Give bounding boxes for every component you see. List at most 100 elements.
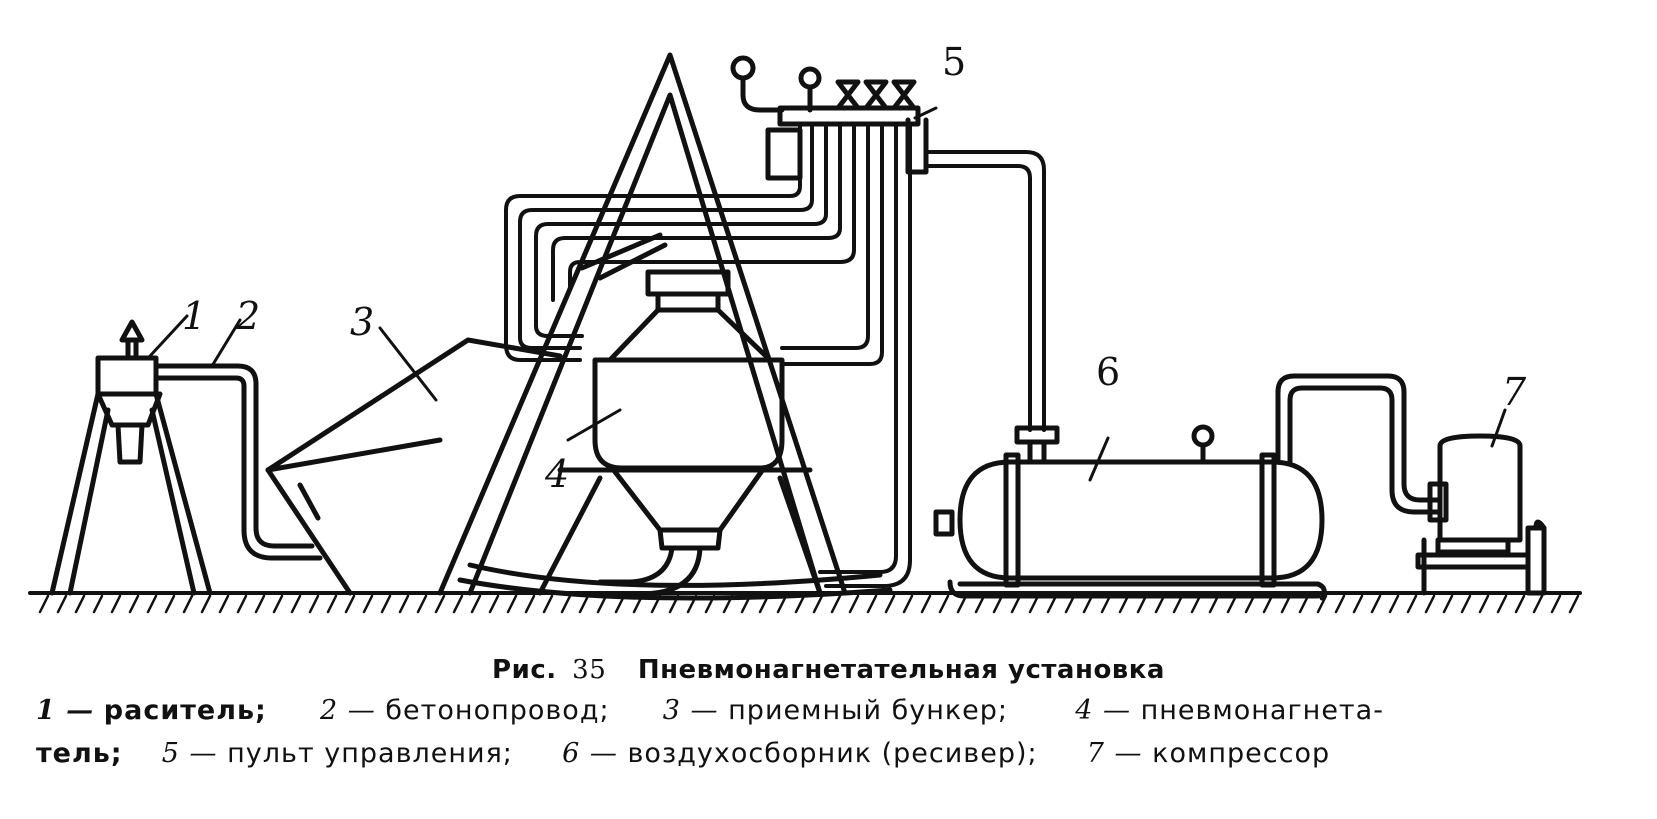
ground-hatch-mark xyxy=(398,594,410,614)
ground-hatch-mark xyxy=(254,594,266,614)
air-hoses xyxy=(504,122,1046,588)
legend-item: 5 — пульт управления; xyxy=(161,738,513,769)
ground-hatch-mark xyxy=(1190,594,1202,614)
ground-hatch-mark xyxy=(524,594,536,614)
ground-hatch-mark xyxy=(1532,594,1544,614)
ground-hatch-mark xyxy=(272,594,284,614)
ground-hatch-mark xyxy=(488,594,500,614)
ground-hatch-mark xyxy=(470,594,482,614)
ground-hatch-mark xyxy=(1334,594,1346,614)
caption-number: 35 xyxy=(572,655,607,685)
ground-hatch-mark xyxy=(1010,594,1022,614)
ground-hatch-mark xyxy=(1136,594,1148,614)
ground-hatch-mark xyxy=(992,594,1004,614)
ground-hatch-mark xyxy=(1262,594,1274,614)
receiving-hopper xyxy=(265,337,563,596)
ground-hatch-mark xyxy=(416,594,428,614)
ground-hatch-mark xyxy=(182,594,194,614)
ground-hatch-mark xyxy=(1496,594,1508,614)
ground-hatch-mark xyxy=(920,594,932,614)
legend-item: 3 — приемный бункер; xyxy=(662,695,1009,726)
ground-hatch-mark xyxy=(1100,594,1112,614)
ground-hatch-mark xyxy=(200,594,212,614)
ground-hatch-mark xyxy=(1424,594,1436,614)
label-7: 7 xyxy=(1502,370,1527,414)
ground-hatch-mark xyxy=(1298,594,1310,614)
compressor-pipe xyxy=(1275,373,1443,515)
ground-hatch-mark xyxy=(236,594,248,614)
ground-hatch-mark xyxy=(506,594,518,614)
ground-hatch-mark xyxy=(1514,594,1526,614)
legend-item: 7 — компрессор xyxy=(1086,738,1331,769)
ground-hatch-mark xyxy=(218,594,230,614)
ground-hatch-mark xyxy=(1208,594,1220,614)
ground-hatch-mark xyxy=(542,594,554,614)
label-2: 2 xyxy=(236,294,261,338)
label-6: 6 xyxy=(1096,350,1121,394)
ground-hatch-mark xyxy=(1550,594,1562,614)
ground-hatch-mark xyxy=(830,594,842,614)
legend-item: тель; xyxy=(36,738,123,769)
legend-item: 2 — бетонопровод; xyxy=(320,695,610,726)
ground-hatch-mark xyxy=(110,594,122,614)
ground-hatch-mark xyxy=(326,594,338,614)
legend-item: 4 — пневмонагнета- xyxy=(1075,695,1384,726)
ground-hatch-mark xyxy=(596,594,608,614)
ground-hatch-mark xyxy=(866,594,878,614)
ground-hatch-mark xyxy=(1046,594,1058,614)
ground-hatch-mark xyxy=(1172,594,1184,614)
legend-line-1: 1 — раситель; 2 — бетонопровод; 3 — прие… xyxy=(36,695,1626,726)
a-frame xyxy=(437,52,848,596)
ground-hatch-mark xyxy=(290,594,302,614)
ground-hatch-mark xyxy=(1568,594,1580,614)
ground-hatch-mark xyxy=(884,594,896,614)
ground-hatch-mark xyxy=(776,594,788,614)
ground-hatch-mark xyxy=(1064,594,1076,614)
leader-lines xyxy=(148,106,1507,482)
ground-hatch-mark xyxy=(1226,594,1238,614)
label-3: 3 xyxy=(350,300,375,344)
legend-item: 1 — раситель; xyxy=(36,695,267,726)
caption-prefix: Рис. xyxy=(492,655,557,685)
ground-hatch-mark xyxy=(56,594,68,614)
ground-hatch-mark xyxy=(974,594,986,614)
ground-hatch-mark xyxy=(164,594,176,614)
ground-hatch-mark xyxy=(1442,594,1454,614)
ground-hatch-mark xyxy=(38,594,50,614)
label-5: 5 xyxy=(942,40,967,84)
ground-hatch-mark xyxy=(380,594,392,614)
air-receiver xyxy=(933,424,1327,601)
ground-hatch-mark xyxy=(1082,594,1094,614)
concrete-pipeline xyxy=(153,363,323,561)
ground-hatch-mark xyxy=(1316,594,1328,614)
ground-hatch-mark xyxy=(1280,594,1292,614)
ground-hatch-mark xyxy=(956,594,968,614)
ground-hatch-mark xyxy=(308,594,320,614)
ground-hatch-mark xyxy=(938,594,950,614)
ground-hatch-mark xyxy=(1388,594,1400,614)
ground-hatch-mark xyxy=(902,594,914,614)
ground-hatch-mark xyxy=(560,594,572,614)
ground-hatch-mark xyxy=(578,594,590,614)
ground-hatch-mark xyxy=(1154,594,1166,614)
legend-line-2: тель; 5 — пульт управления; 6 — воздухос… xyxy=(36,738,1626,769)
figure-caption: Рис. 35 Пневмонагнетательная установка xyxy=(0,655,1657,685)
installation-diagram xyxy=(28,52,1582,614)
ground-hatch-mark xyxy=(92,594,104,614)
label-4: 4 xyxy=(545,452,570,496)
ground-hatch-mark xyxy=(1406,594,1418,614)
caption-title-text: Пневмонагнетательная установка xyxy=(637,655,1165,685)
ground-hatch-mark xyxy=(1370,594,1382,614)
ground-hatch-mark xyxy=(848,594,860,614)
label-1: 1 xyxy=(182,294,207,338)
ground-hatch-mark xyxy=(344,594,356,614)
ground-hatch-mark xyxy=(1118,594,1130,614)
ground-hatch-mark xyxy=(146,594,158,614)
ground-hatch-mark xyxy=(452,594,464,614)
ground-hatch-mark xyxy=(1352,594,1364,614)
ground-hatch-mark xyxy=(362,594,374,614)
pneumatic-injector xyxy=(457,232,893,601)
ground-hatch-mark xyxy=(1244,594,1256,614)
ground-hatch-mark xyxy=(1028,594,1040,614)
ground-hatch-mark xyxy=(434,594,446,614)
